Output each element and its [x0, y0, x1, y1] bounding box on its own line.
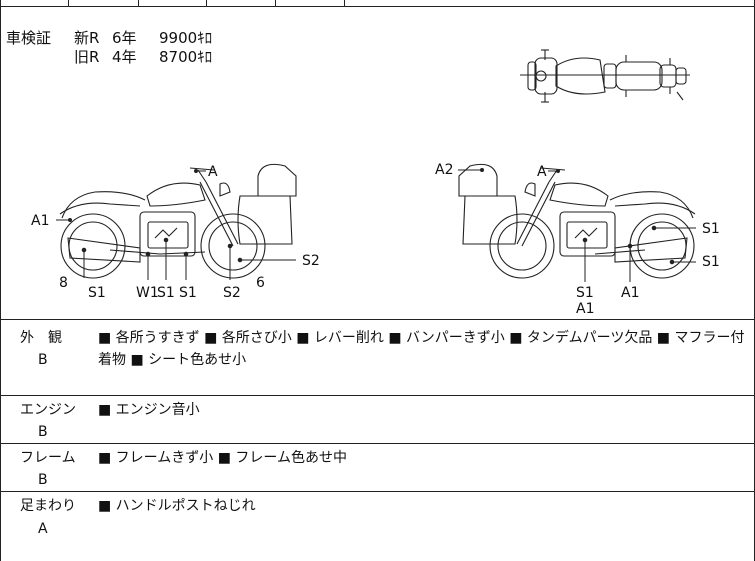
header-tick-3 — [206, 0, 207, 6]
section-suspension-name: 足まわり — [20, 498, 76, 514]
section-engine-notes: ■ エンジン音小 — [98, 402, 200, 418]
section-engine-name: エンジン — [20, 402, 76, 418]
inspection-distance-1: 9900ｷﾛ — [159, 29, 213, 47]
section-exterior-notes-2: 着物 ■ シート色あせ小 — [98, 352, 247, 368]
leader-lines — [56, 168, 696, 282]
label-s1-upper: S1 — [702, 221, 720, 237]
label-s1-lower: S1 — [702, 254, 720, 270]
label-a1-bottom: A1 — [576, 301, 595, 317]
inspection-label: 車検証 — [6, 29, 52, 47]
header-tick-4 — [275, 0, 276, 6]
section-frame-notes: ■ フレームきず小 ■ フレーム色あせ中 — [98, 450, 347, 466]
label-s1-right: S1 — [179, 285, 197, 301]
label-s2-bottom: S2 — [223, 285, 241, 301]
divider-diagram — [0, 319, 755, 320]
left-side-bike-icon — [59, 163, 297, 279]
section-suspension-grade: A — [38, 521, 48, 537]
header-tick-5 — [344, 0, 345, 6]
label-6: 6 — [256, 275, 265, 291]
section-exterior-notes-1: ■ 各所うすきず ■ 各所さび小 ■ レバー削れ ■ バンパーきず小 ■ タンデ… — [98, 330, 745, 346]
label-a2: A2 — [435, 162, 454, 178]
section-exterior-name: 外 観 — [20, 330, 62, 346]
label-a-right: A — [537, 164, 547, 180]
motorcycle-diagram — [56, 49, 696, 282]
label-a1-left: A1 — [31, 213, 50, 229]
header-tick-1 — [68, 0, 69, 6]
divider-frame — [0, 491, 755, 492]
label-w1: W1 — [136, 285, 159, 301]
section-exterior-grade: B — [38, 352, 48, 368]
inspection-type-1: 新R — [74, 29, 100, 47]
left-border — [0, 0, 1, 561]
label-a-left: A — [208, 164, 218, 180]
top-divider — [0, 6, 755, 7]
section-engine-grade: B — [38, 424, 48, 440]
label-s1-center: S1 — [157, 285, 175, 301]
right-side-bike-icon — [458, 163, 696, 279]
header-tick-2 — [138, 0, 139, 6]
inspection-years-2: 4年 — [112, 48, 137, 66]
top-view-bike-icon — [520, 49, 690, 103]
inspection-distance-2: 8700ｷﾛ — [159, 48, 213, 66]
label-s1-bottom: S1 — [576, 285, 594, 301]
divider-exterior — [0, 395, 755, 396]
label-8: 8 — [59, 275, 68, 291]
divider-engine — [0, 443, 755, 444]
section-suspension-notes: ■ ハンドルポストねじれ — [98, 498, 256, 514]
section-frame-grade: B — [38, 472, 48, 488]
section-frame-name: フレーム — [20, 450, 76, 466]
inspection-type-2: 旧R — [74, 48, 100, 66]
label-s1-left: S1 — [88, 285, 106, 301]
label-s2-side: S2 — [302, 253, 320, 269]
inspection-years-1: 6年 — [112, 29, 137, 47]
label-a1-right: A1 — [621, 285, 640, 301]
